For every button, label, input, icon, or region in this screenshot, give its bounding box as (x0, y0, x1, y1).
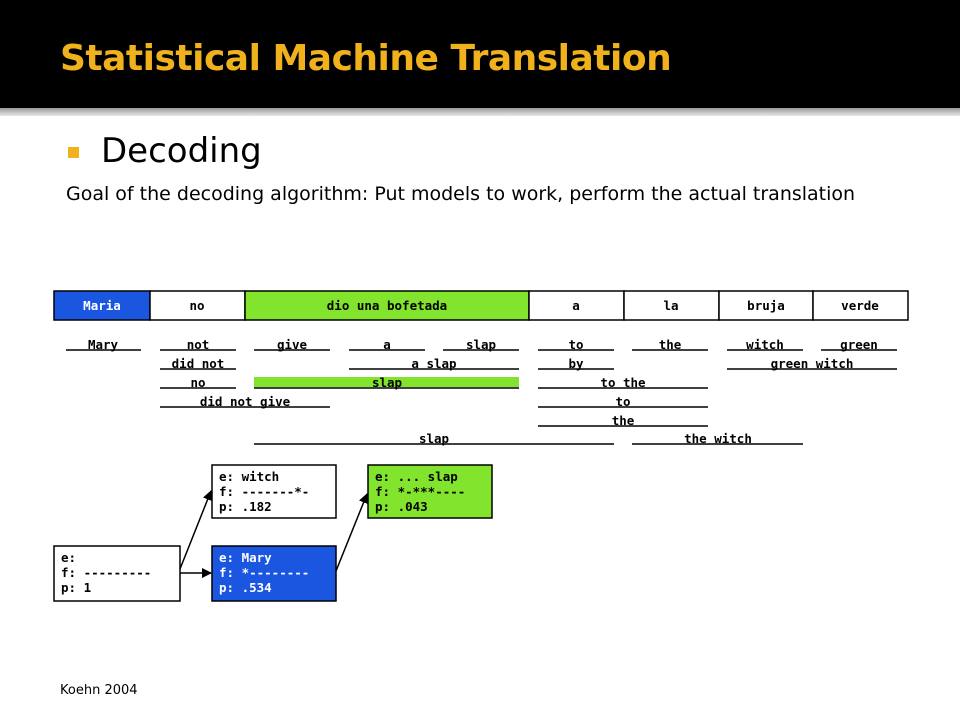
source-cell-a (528, 290, 625, 321)
hypothesis-f: f: -------*- (219, 484, 309, 499)
option-text: the witch (684, 431, 752, 446)
hypothesis-e: e: witch (219, 469, 279, 484)
option-text: to the (600, 375, 646, 390)
title-divider (0, 108, 960, 116)
source-word: bruja (747, 298, 785, 313)
option-text: not (187, 337, 210, 352)
source-cell-la (623, 290, 720, 321)
title-bar (0, 0, 960, 108)
option-text: witch (746, 337, 784, 352)
option-text: give (277, 337, 308, 352)
option-text: a (383, 337, 391, 352)
hypothesis-p: p: .534 (219, 580, 272, 595)
source-word: dio una bofetada (327, 298, 447, 313)
option-text: a slap (411, 356, 456, 371)
bullet-square-icon (68, 147, 79, 158)
source-word: verde (841, 298, 879, 313)
option-text: green (840, 337, 878, 352)
option-text: to (568, 337, 583, 352)
highlighted-option-bar (254, 377, 519, 387)
option-text: to (615, 394, 630, 409)
hypothesis-p: p: 1 (61, 580, 91, 595)
hypothesis-p: p: .182 (219, 499, 272, 514)
option-text: slap (466, 337, 496, 352)
hypothesis-f: f: *-------- (219, 565, 309, 580)
source-sentence-row: Maria no dio una bofetada a la bruja ver… (53, 290, 909, 321)
slide-title: Statistical Machine Translation (60, 38, 672, 79)
hypothesis-p: p: .043 (375, 499, 428, 514)
option-text: the (612, 413, 635, 428)
option-text: green witch (771, 356, 854, 371)
bullet-heading: Decoding (101, 131, 262, 171)
hypothesis-witch: e: witch f: -------*- p: .182 (211, 464, 337, 519)
expansion-arrow (179, 490, 213, 570)
option-text: no (190, 375, 205, 390)
source-cell-no (149, 290, 246, 321)
hypothesis-slap: e: ... slap f: *-***---- p: .043 (367, 464, 493, 519)
option-text: by (568, 356, 584, 371)
source-word: Maria (83, 298, 121, 313)
source-word: la (663, 298, 678, 313)
hypothesis-e: e: ... slap (375, 469, 458, 484)
option-text: slap (372, 375, 402, 390)
citation-footer: Koehn 2004 (60, 683, 138, 698)
hypothesis-f: f: *-***---- (375, 484, 465, 499)
body-paragraph: Goal of the decoding algorithm: Put mode… (66, 183, 856, 205)
translation-options: Mary not give a slap to the witch green … (66, 337, 897, 446)
source-word: a (572, 298, 580, 313)
option-text: did not (172, 356, 225, 371)
option-text: Mary (88, 337, 119, 352)
hypothesis-f: f: --------- (61, 565, 151, 580)
hypothesis-e: e: (61, 550, 76, 565)
option-text: slap (419, 431, 449, 446)
option-text: the (659, 337, 682, 352)
option-text: did not give (200, 394, 291, 409)
expansion-arrow (335, 493, 369, 572)
source-cell-verde (812, 290, 909, 321)
hypothesis-mary: e: Mary f: *-------- p: .534 (211, 545, 337, 602)
hypothesis-empty: e: f: --------- p: 1 (53, 545, 181, 602)
source-cell-maria (53, 290, 151, 321)
source-word: no (189, 298, 204, 313)
source-cell-dio-una-bofetada (244, 290, 530, 321)
hypothesis-e: e: Mary (219, 550, 272, 565)
